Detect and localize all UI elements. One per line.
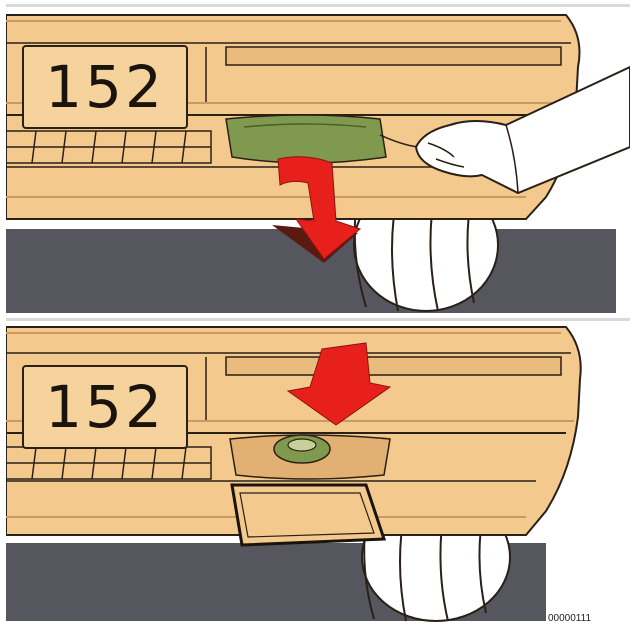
license-plate: 152	[22, 45, 188, 129]
license-plate-number: 152	[45, 58, 165, 116]
illustration-panel-remove-cover: 152	[6, 4, 630, 319]
license-plate: 152	[22, 365, 188, 449]
towing-eye-icon	[274, 435, 330, 463]
cover-flap-icon	[232, 485, 384, 545]
license-plate-number: 152	[45, 378, 165, 436]
cover-flap-icon	[226, 115, 386, 163]
reference-code: 00000111	[548, 613, 591, 624]
illustration-panel-towing-eye: 152	[6, 318, 630, 625]
